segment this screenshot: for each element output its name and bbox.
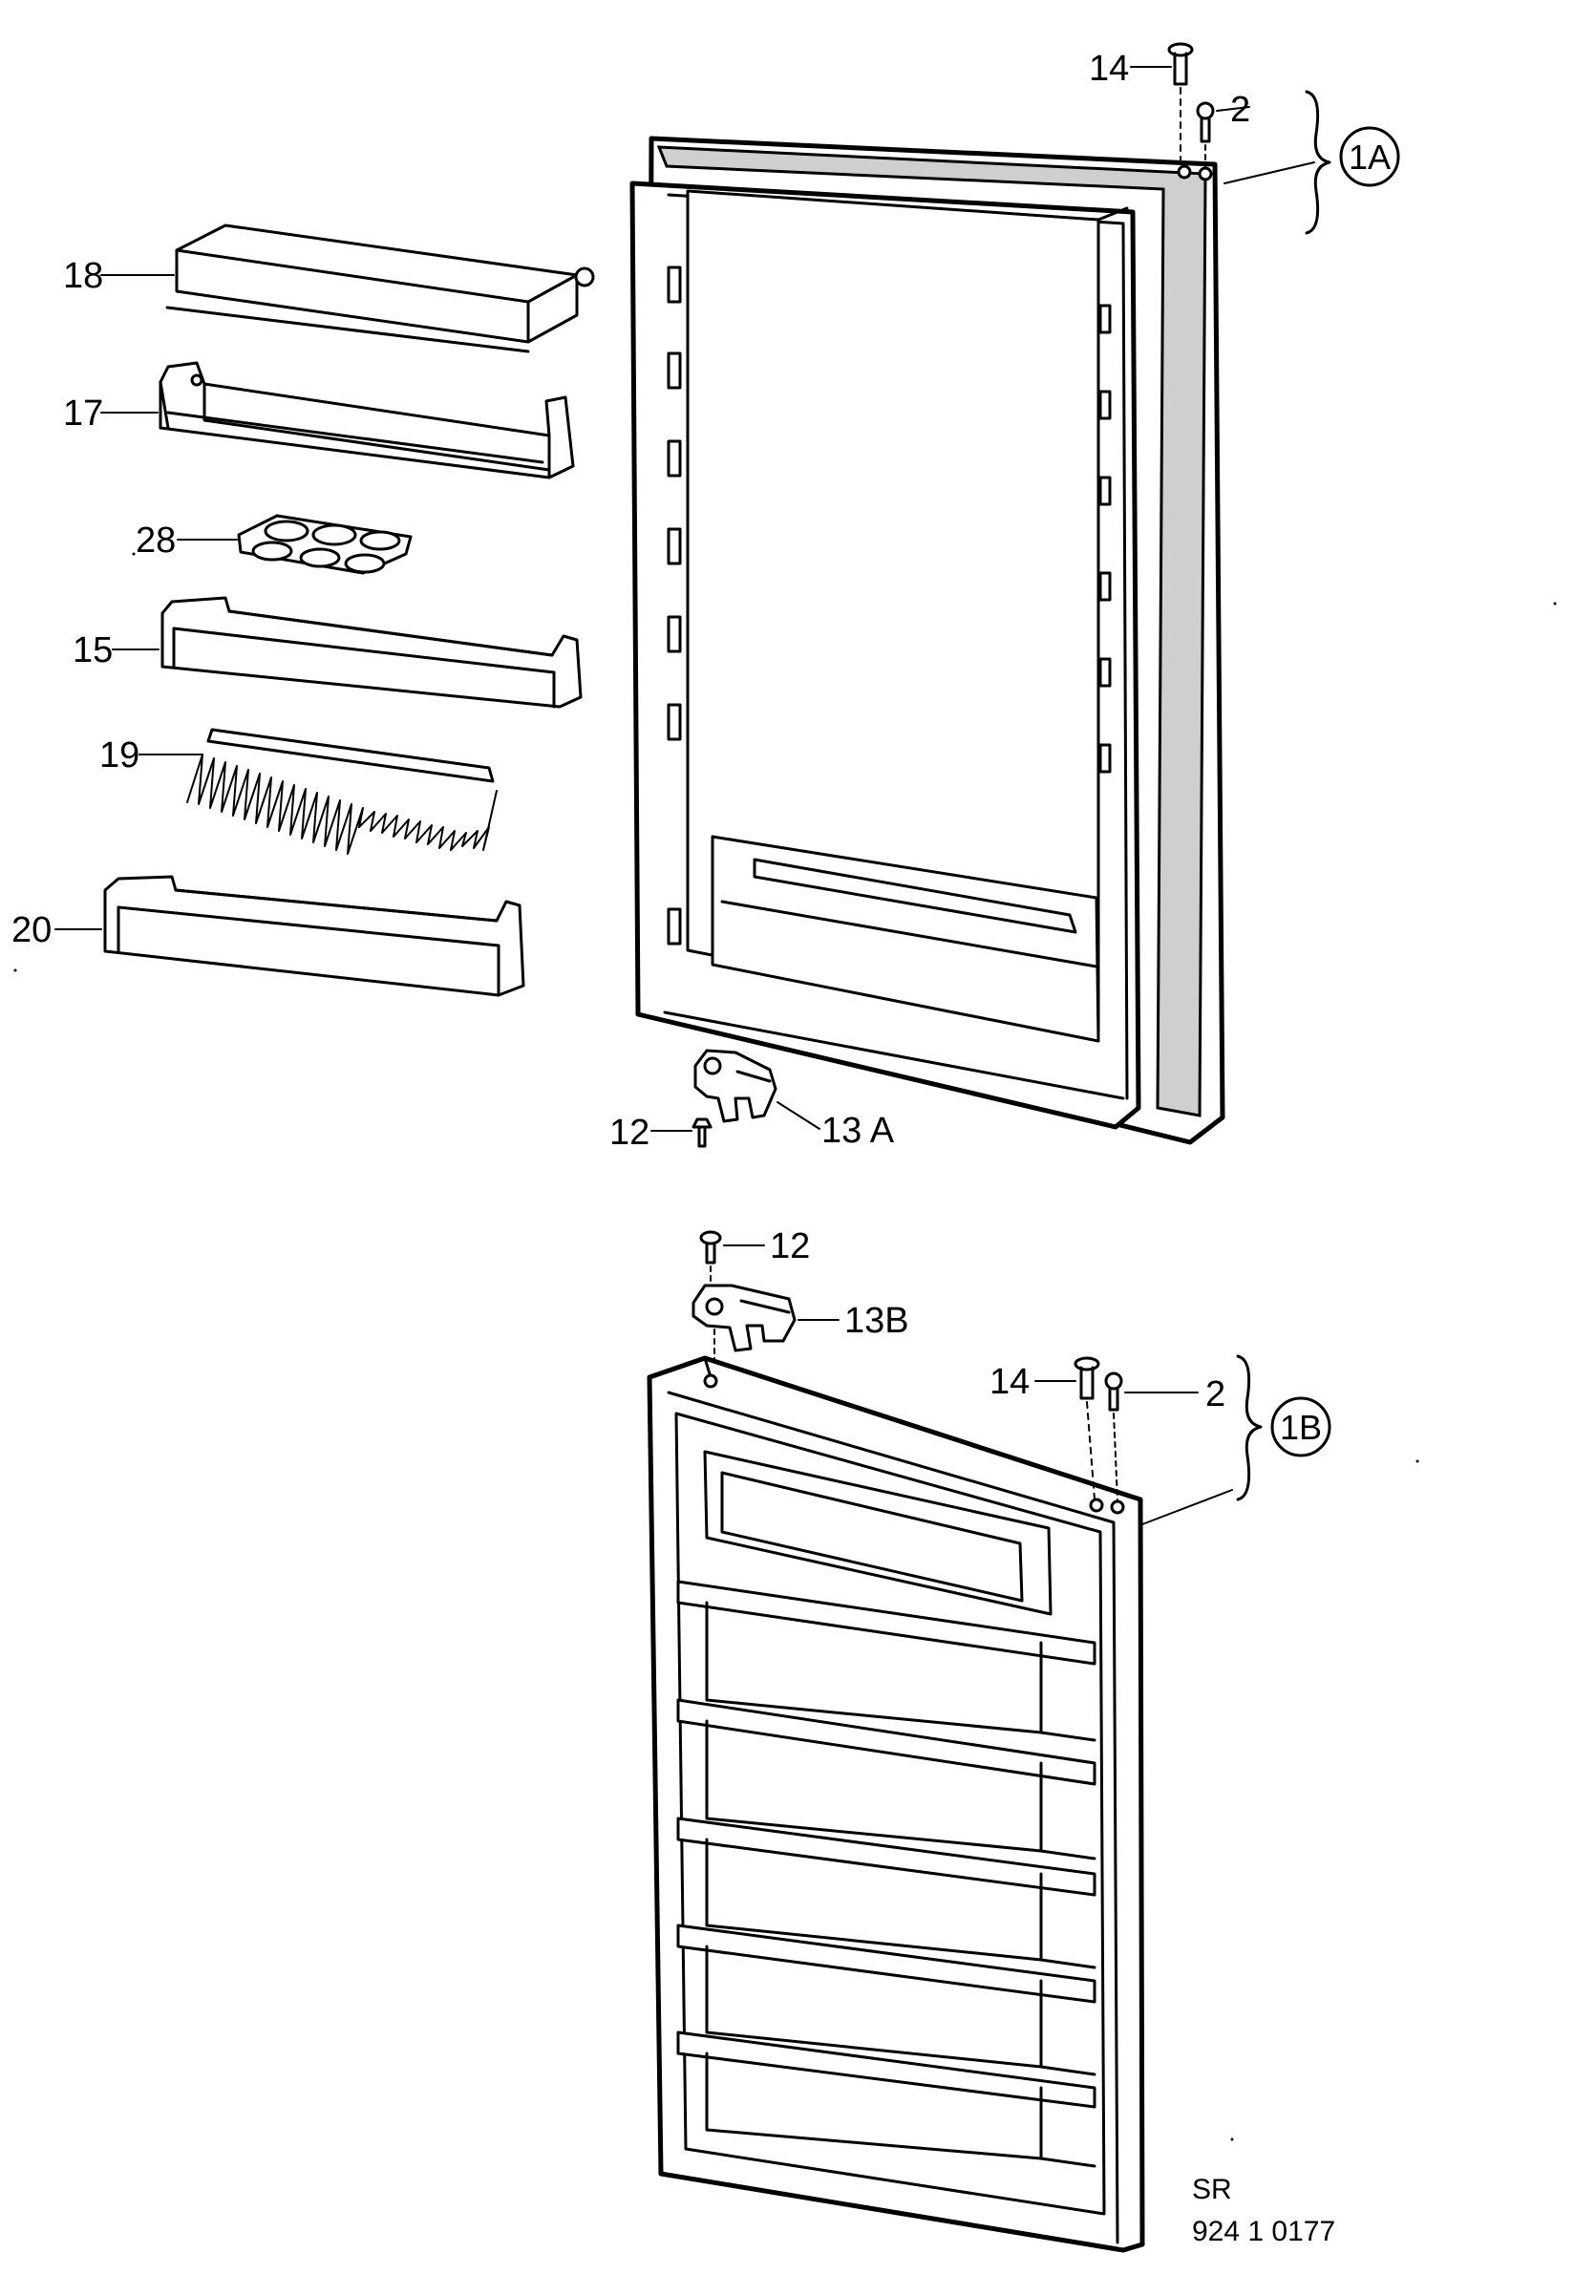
speck: [1553, 602, 1557, 606]
part-20-bottom-bin[interactable]: [103, 875, 525, 997]
label-17: 17: [63, 393, 103, 434]
part-14-hinge-pin-bottom[interactable]: [1074, 1356, 1100, 1500]
label-13b: 13B: [844, 1301, 909, 1341]
leader-13a: [777, 1101, 820, 1130]
leader-2-top: [1216, 106, 1250, 112]
label-13a: 13 A: [821, 1111, 895, 1151]
speck: [132, 552, 136, 556]
part-17-door-shelf[interactable]: [159, 361, 575, 479]
part-13b-upper-hinge[interactable]: [692, 1284, 797, 1363]
leader-1a: [1224, 161, 1315, 184]
label-15: 15: [73, 630, 113, 670]
label-28: 28: [136, 521, 176, 561]
speck: [1415, 1459, 1419, 1463]
label-14-top: 14: [1089, 49, 1129, 89]
door-1b-ridges: [676, 1580, 1096, 2168]
leader-1b: [1141, 1489, 1233, 1525]
part-28-egg-tray[interactable]: [237, 514, 413, 575]
label-20: 20: [11, 910, 52, 950]
label-19: 19: [99, 735, 139, 776]
part-2-screw-bottom[interactable]: [1104, 1371, 1123, 1500]
label-2-bottom: 2: [1205, 1374, 1225, 1414]
speck: [13, 968, 17, 972]
part-19-bottle-retainer[interactable]: [186, 728, 498, 855]
speck: [1230, 2137, 1234, 2141]
part-12-screw-13a[interactable]: [692, 1117, 713, 1148]
part-18-dairy-lid[interactable]: [165, 223, 595, 353]
bracket-1a: [1305, 90, 1331, 235]
callout-circle-1a: [1339, 126, 1400, 187]
label-14-bottom: 14: [990, 1362, 1030, 1402]
callout-1b: 1B: [1280, 1408, 1322, 1447]
bracket-1b: [1236, 1354, 1263, 1501]
label-12-upper: 12: [609, 1113, 649, 1153]
part-12-screw-13b[interactable]: [699, 1230, 722, 1292]
door-1a-shelf-slots: [667, 266, 1112, 946]
drawing-code-sr: SR: [1192, 2174, 1232, 2205]
label-12-lower: 12: [770, 1226, 810, 1266]
part-15-door-bin[interactable]: [160, 596, 583, 709]
callout-circle-1b: [1270, 1396, 1331, 1457]
part-14-hinge-pin-top[interactable]: [1167, 42, 1194, 163]
door-1b-freezer[interactable]: [647, 1355, 1145, 2253]
part-13a-lower-hinge[interactable]: [693, 1049, 777, 1123]
drawing-code-number: 924 1 0177: [1192, 2216, 1335, 2247]
callout-1a: 1A: [1349, 138, 1391, 177]
label-2-top: 2: [1230, 90, 1250, 130]
part-2-screw-top[interactable]: [1196, 101, 1215, 169]
label-18: 18: [63, 256, 103, 296]
door-1a-refrigerator[interactable]: [629, 136, 1225, 1145]
